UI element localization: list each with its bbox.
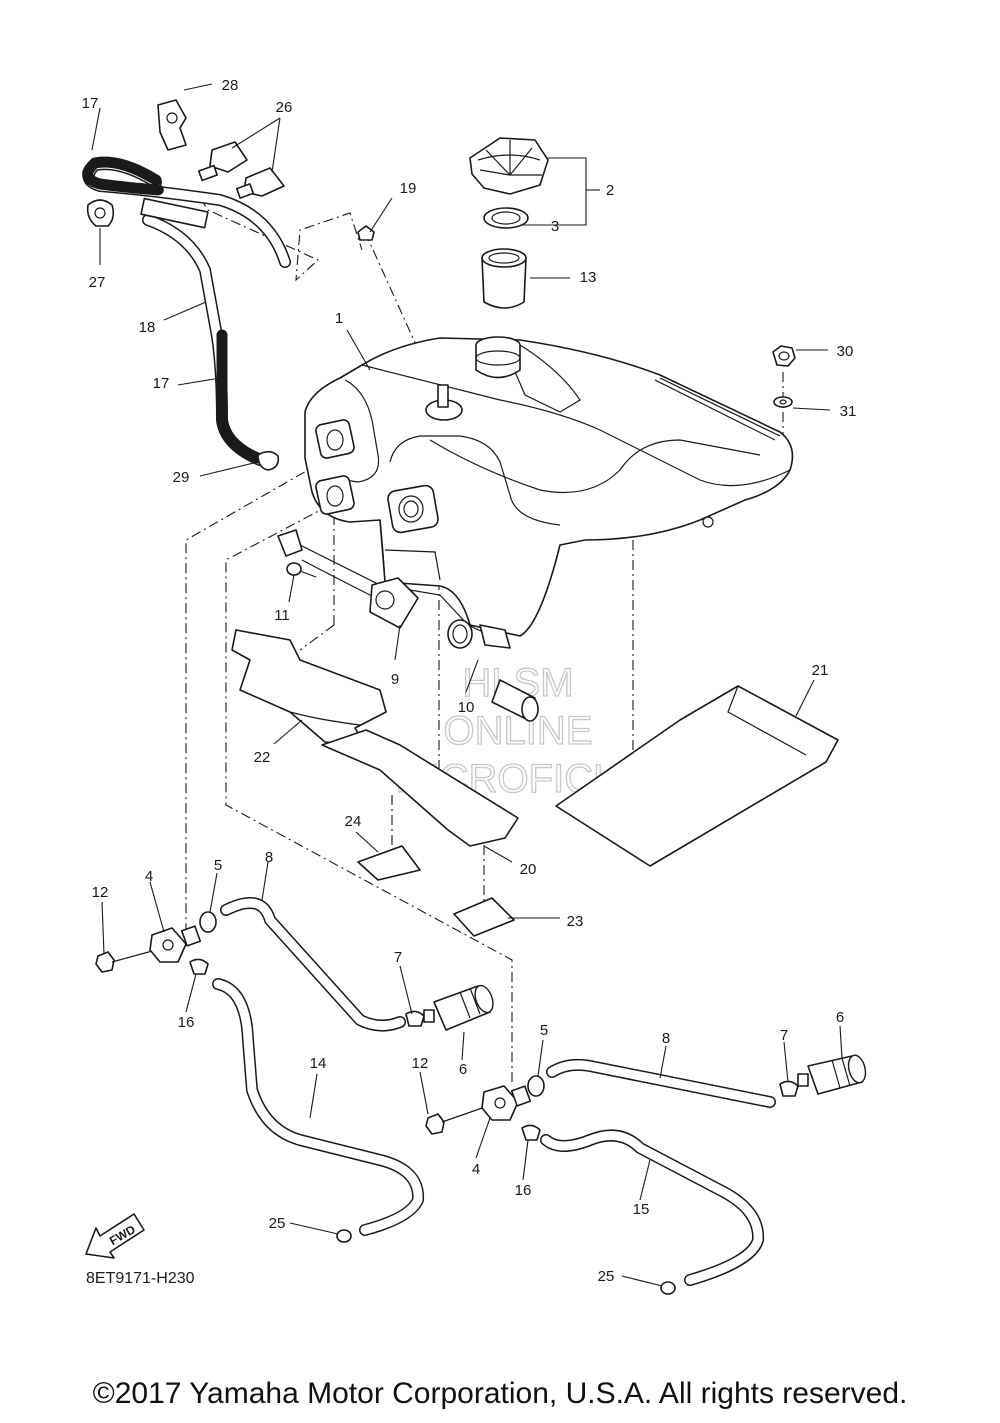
callout-25-left: 25	[269, 1215, 286, 1232]
callout-1: 1	[335, 310, 343, 327]
copyright-notice: ©2017 Yamaha Motor Corporation, U.S.A. A…	[92, 1377, 908, 1410]
hose-14	[212, 978, 425, 1236]
callout-19: 19	[400, 180, 417, 197]
callout-14: 14	[310, 1055, 327, 1072]
callout-16-right: 16	[515, 1182, 532, 1199]
callout-28: 28	[222, 77, 239, 94]
assembly-lines	[185, 197, 784, 1085]
fuel-filter-6-right	[797, 1054, 867, 1095]
callout-17-top: 17	[82, 95, 99, 112]
clamp-25-right	[660, 1281, 676, 1295]
bolt-12-right	[425, 1105, 489, 1135]
pad-23	[453, 897, 515, 937]
callout-30: 30	[837, 343, 854, 360]
callout-5-right: 5	[540, 1022, 548, 1039]
callout-17-mid: 17	[153, 375, 170, 392]
nut-30	[772, 345, 796, 367]
fuel-filter-6-left	[423, 984, 494, 1031]
hose-clamp-27	[86, 199, 115, 227]
callout-29: 29	[173, 469, 190, 486]
callout-8-left: 8	[265, 849, 273, 866]
callout-8-right: 8	[662, 1030, 670, 1047]
callout-24: 24	[345, 813, 362, 830]
callout-22: 22	[254, 749, 271, 766]
callout-26: 26	[276, 99, 293, 116]
callout-5-left: 5	[214, 857, 222, 874]
callout-31: 31	[840, 403, 857, 420]
bolt-12-left	[95, 949, 157, 973]
fuel-cap	[469, 137, 549, 195]
check-valve-19	[357, 225, 375, 241]
callout-4-left: 4	[145, 868, 153, 885]
leader-lines	[91, 83, 843, 1287]
pad-24	[357, 845, 421, 881]
callout-20: 20	[520, 861, 537, 878]
callout-23: 23	[567, 913, 584, 930]
fuel-cock-4-left	[149, 925, 202, 963]
cap-seal	[483, 207, 529, 229]
callout-6-left: 6	[459, 1061, 467, 1078]
pad-20	[321, 729, 519, 847]
clamp-5-left	[199, 911, 217, 933]
hose-clip-29	[257, 450, 280, 471]
fuel-tank	[304, 336, 794, 637]
fuel-strainer	[481, 248, 527, 309]
callout-7-left: 7	[394, 949, 402, 966]
fuel-cock-4-right	[481, 1085, 532, 1121]
callout-10: 10	[458, 699, 475, 716]
callout-2: 2	[606, 182, 614, 199]
callout-13: 13	[580, 269, 597, 286]
vent-hose-assembly	[82, 156, 291, 466]
callout-9: 9	[391, 671, 399, 688]
clamp-5-right	[527, 1075, 545, 1097]
callout-11: 11	[274, 607, 290, 624]
vent-valve-26	[197, 141, 285, 199]
callout-4-right: 4	[472, 1161, 480, 1178]
clip-16-right	[521, 1124, 541, 1141]
clip-16-left	[189, 958, 209, 975]
clip-7-right	[779, 1080, 799, 1097]
callout-15: 15	[633, 1201, 650, 1218]
hose-clamp-28	[157, 99, 187, 151]
fwd-arrow-icon: FWD	[85, 1213, 145, 1259]
pad-21	[555, 685, 839, 867]
callout-21: 21	[812, 662, 829, 679]
clamp-25-left	[336, 1229, 352, 1243]
callout-3: 3	[551, 218, 559, 235]
washer-31	[773, 396, 793, 408]
callout-12-left: 12	[92, 884, 109, 901]
callout-27: 27	[89, 274, 106, 291]
fuel-sender-unit	[277, 529, 539, 722]
hose-8-right	[546, 1058, 776, 1108]
clip-7-left	[405, 1010, 425, 1027]
callout-7-right: 7	[780, 1027, 788, 1044]
hose-15	[540, 1129, 765, 1286]
diagram-code: 8ET9171-H230	[86, 1270, 195, 1287]
callout-6-right: 6	[836, 1009, 844, 1026]
watermark-line-2: ONLINE	[444, 709, 593, 753]
pad-22	[231, 629, 387, 746]
callout-18: 18	[139, 319, 156, 336]
callout-16-left: 16	[178, 1014, 195, 1031]
screw-11	[286, 562, 317, 578]
callout-12-right: 12	[412, 1055, 429, 1072]
callout-numbers: 1 2 3 13 17 28 26 27 18 17 19 29 30 31 1…	[82, 77, 857, 1285]
callout-25-right: 25	[598, 1268, 615, 1285]
hose-8-left	[220, 896, 406, 1032]
